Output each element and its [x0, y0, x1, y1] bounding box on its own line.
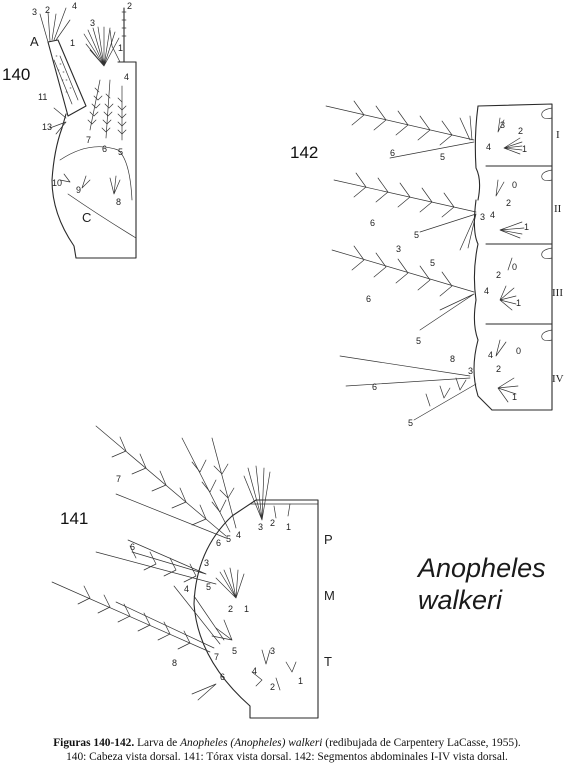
species-genus: Anopheles: [418, 553, 546, 583]
seta-label: 3: [90, 18, 95, 28]
seta-label: 3: [204, 558, 209, 568]
figure-caption: Figuras 140-142. Larva de Anopheles (Ano…: [4, 736, 570, 764]
seta-label: 1: [522, 144, 527, 154]
seta-label: 8: [172, 658, 177, 668]
seta-label: 6: [216, 538, 221, 548]
clypeus-label: C: [82, 210, 91, 225]
segment-label-III: III: [552, 287, 563, 299]
seta-label: 6: [370, 218, 375, 228]
seta-label: 3: [396, 244, 401, 254]
seta-label: 7: [116, 474, 121, 484]
segment-label-I: I: [556, 129, 560, 141]
seta-label: 2: [127, 1, 132, 11]
seta-label: 6: [366, 294, 371, 304]
figure-142-number: 142: [290, 143, 318, 162]
seta-label: 5: [408, 418, 413, 428]
seta-label: 4: [486, 142, 491, 152]
species-epithet: walkeri: [418, 585, 503, 615]
segment-label-mesothorax: M: [324, 588, 335, 603]
seta-label: 3: [270, 646, 275, 656]
caption-line-2: 140: Cabeza vista dorsal. 141: Tórax vis…: [66, 751, 508, 763]
seta-label: 8: [116, 197, 121, 207]
seta-label: 4: [72, 1, 77, 11]
seta-label: 5: [416, 336, 421, 346]
seta-label: 4: [252, 666, 257, 676]
seta-label: 3: [480, 212, 485, 222]
seta-label: 4: [488, 350, 493, 360]
caption-taxon: Anopheles (Anopheles) walkeri: [180, 737, 323, 749]
seta-label: 4: [490, 210, 495, 220]
seta-label: 4: [484, 286, 489, 296]
seta-label: 3: [258, 522, 263, 532]
seta-label: 5: [440, 152, 445, 162]
seta-label: 1: [244, 604, 249, 614]
seta-label: 13: [42, 122, 52, 132]
seta-label: 0: [512, 262, 517, 272]
segment-label-II: II: [554, 203, 562, 215]
seta-label: 6: [220, 672, 225, 682]
seta-label: 9: [76, 185, 81, 195]
caption-figure-ref: Figuras 140-142.: [53, 737, 135, 749]
seta-label: 7: [214, 652, 219, 662]
seta-label: 2: [228, 604, 233, 614]
seta-label: 2: [270, 682, 275, 692]
seta-label: 2: [270, 518, 275, 528]
seta-label: 1: [524, 222, 529, 232]
seta-label: 3: [468, 366, 473, 376]
seta-label: 6: [372, 382, 377, 392]
figure-140-number: 140: [2, 65, 30, 84]
seta-label: 1: [118, 43, 123, 53]
caption-text-1: Larva de: [134, 737, 181, 749]
seta-label: 6: [102, 144, 107, 154]
figure-141-number: 141: [60, 509, 88, 528]
seta-label: 8: [450, 354, 455, 364]
seta-label: 2: [518, 126, 523, 136]
figure-142-abdomen: 3 6 5 4 2 1 6 5 0 2 3 4 1 3 5 2 0 6 4 1 …: [290, 100, 564, 428]
segment-label-prothorax: P: [324, 532, 333, 547]
seta-label: 1: [286, 522, 291, 532]
seta-label: 1: [516, 298, 521, 308]
seta-label: 11: [38, 92, 47, 102]
seta-label: 1: [70, 38, 75, 48]
seta-label: 1: [512, 392, 517, 402]
seta-label: 0: [512, 180, 517, 190]
seta-label: 5: [414, 230, 419, 240]
species-name: Anopheles walkeri: [418, 552, 568, 616]
seta-label: 3: [500, 120, 505, 130]
seta-label: 7: [86, 135, 91, 145]
seta-label: 10: [52, 178, 62, 188]
seta-label: 5: [206, 582, 211, 592]
seta-label: 2: [45, 5, 50, 15]
segment-label-metathorax: T: [324, 654, 332, 669]
seta-label: 4: [184, 584, 189, 594]
figure-141-thorax: 7 6 5 4 3 2 1 6 3 4 5 2 1 8 7 5 6 3 4 2 …: [51, 425, 335, 719]
seta-label: 5: [232, 646, 237, 656]
segment-label-IV: IV: [552, 373, 564, 385]
seta-label: 2: [496, 270, 501, 280]
seta-label: 4: [236, 530, 241, 540]
seta-label: 3: [32, 7, 37, 17]
seta-label: 1: [298, 676, 303, 686]
seta-label: 2: [496, 364, 501, 374]
seta-label: 6: [130, 542, 135, 552]
antenna-label: A: [30, 34, 39, 49]
seta-label: 5: [430, 258, 435, 268]
seta-label: 5: [118, 147, 123, 157]
seta-label: 4: [124, 72, 129, 82]
figure-140-head: 3 2 4 1 3 2 1 4 11 13 7 6 5 10 9 8 A C 1…: [2, 1, 137, 259]
seta-label: 2: [506, 198, 511, 208]
caption-text-2: (redibujada de Carpentery LaCasse, 1955)…: [322, 737, 521, 749]
seta-label: 6: [390, 148, 395, 158]
seta-label: 0: [516, 346, 521, 356]
seta-label: 5: [226, 534, 231, 544]
